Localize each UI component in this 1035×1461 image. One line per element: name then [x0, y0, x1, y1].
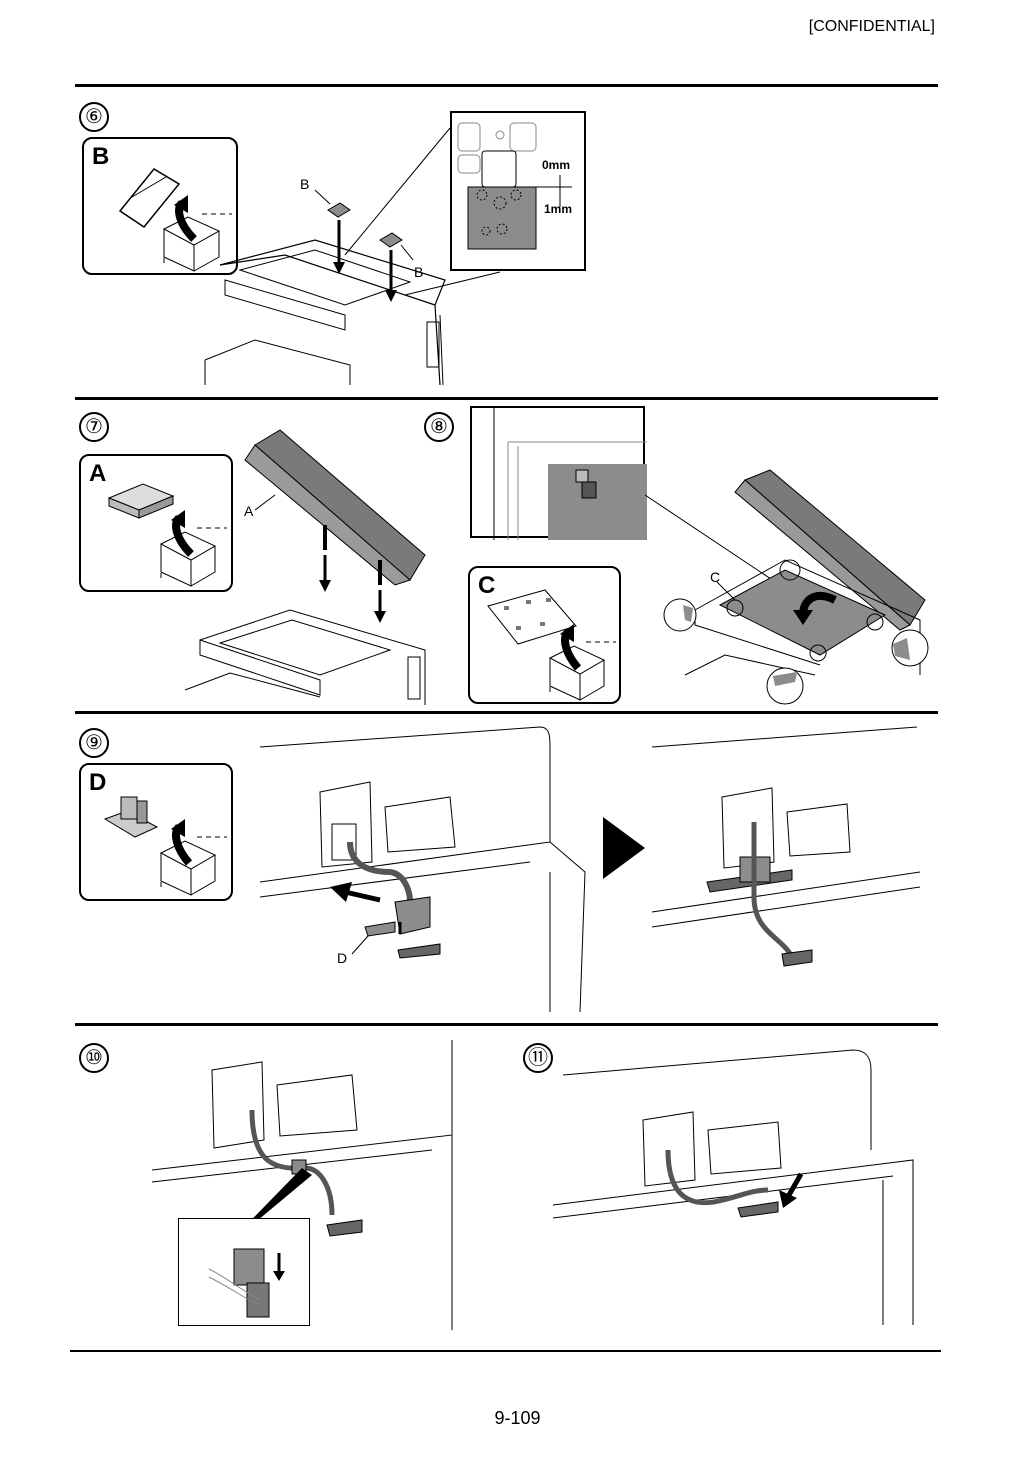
clip-detail — [208, 1248, 285, 1318]
step-7-number: ⑦ — [79, 412, 109, 442]
part-box-label: C — [478, 572, 496, 599]
callout-d: D — [337, 950, 348, 966]
confidential-label: [CONFIDENTIAL] — [808, 18, 935, 35]
parts-box-illustration — [487, 589, 616, 701]
step-6-illustration — [204, 127, 501, 386]
pad-position-detail: 0mm 1mm — [457, 122, 572, 250]
callout-a: A — [244, 503, 254, 519]
detail-inset-6: 0mm 1mm — [450, 111, 586, 271]
step-8-number: ⑧ — [424, 412, 454, 442]
step-10-number: ⑩ — [79, 1043, 109, 1073]
part-box-label: D — [89, 769, 107, 796]
label-0mm: 0mm — [542, 158, 570, 172]
step-9-after-illustration — [651, 726, 921, 967]
parts-box-illustration — [103, 796, 227, 896]
step-11-illustration — [552, 1049, 914, 1325]
step-9-number: ⑨ — [79, 728, 109, 758]
next-arrow-icon — [603, 817, 645, 879]
step-11-number: ⑪ — [523, 1043, 553, 1073]
label-1mm: 1mm — [544, 202, 572, 216]
step-8-illustration — [644, 469, 929, 705]
part-box-a: A — [79, 454, 233, 592]
section-divider — [75, 1023, 938, 1026]
part-box-label: B — [92, 143, 110, 170]
step-9-before-illustration — [259, 726, 586, 1013]
callout-c: C — [710, 569, 721, 585]
parts-box-illustration — [107, 483, 227, 587]
footer-rule — [70, 1350, 941, 1352]
step-6-number: ⑥ — [79, 102, 109, 132]
callout-b-right: B — [414, 264, 424, 280]
part-box-c: C — [468, 566, 621, 704]
alignment-detail — [493, 408, 647, 540]
step-7-illustration — [184, 429, 426, 705]
section-divider — [75, 711, 938, 714]
section-divider — [75, 397, 938, 400]
part-box-label: A — [89, 460, 107, 487]
detail-inset-10 — [178, 1218, 310, 1326]
parts-box-illustration — [118, 168, 232, 272]
part-box-d: D — [79, 763, 233, 901]
section-divider — [75, 84, 938, 87]
page-number: 9-109 — [494, 1408, 541, 1428]
part-box-b: B — [82, 137, 238, 275]
detail-inset-8 — [470, 406, 647, 540]
callout-b-left: B — [300, 176, 310, 192]
